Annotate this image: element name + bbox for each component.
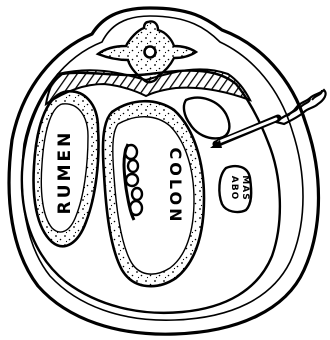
colon-label: COLON (166, 148, 185, 225)
rumen-label: RUMEN (55, 130, 75, 215)
abomasum-label-line-2: MAS (240, 175, 250, 200)
vertebral-canal (145, 47, 156, 58)
abomasum-label-line-1: ABO (229, 176, 239, 200)
